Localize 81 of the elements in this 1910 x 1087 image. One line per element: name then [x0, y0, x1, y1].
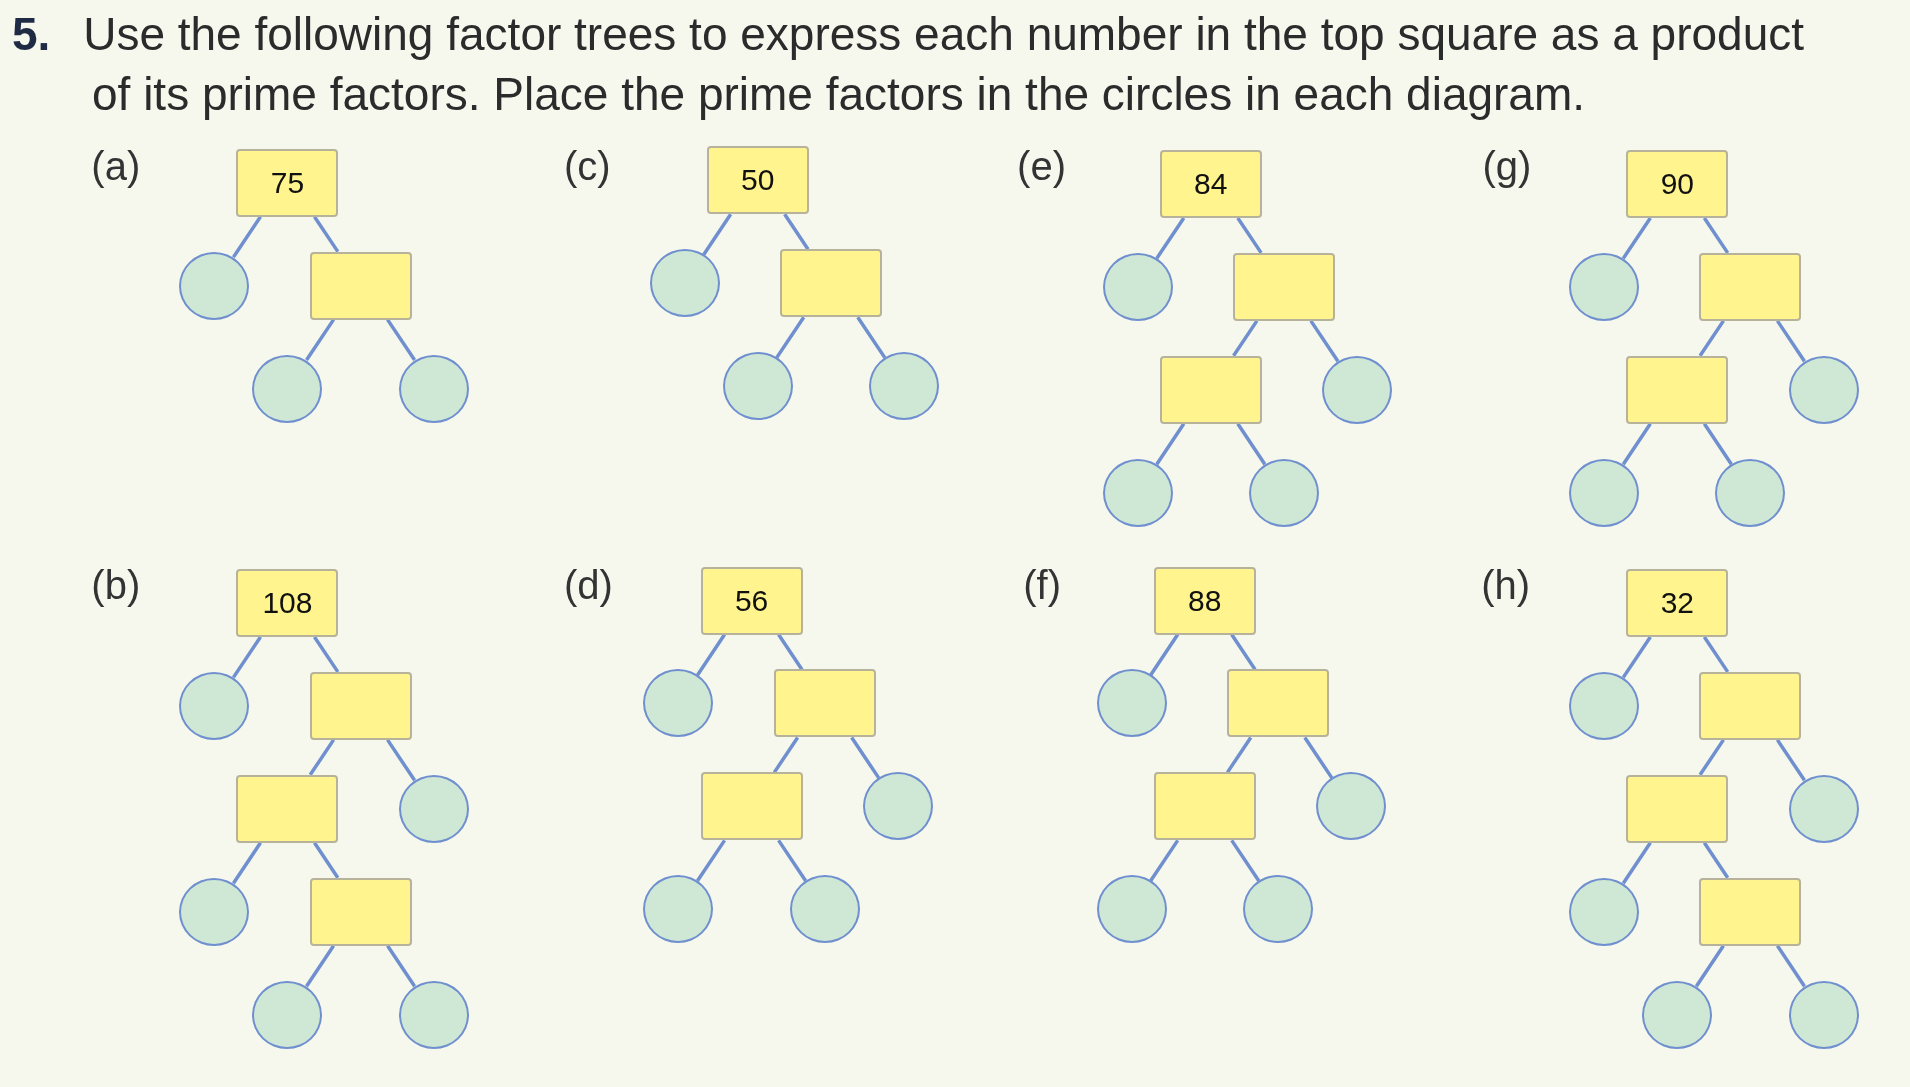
number-box: 32: [1626, 568, 1729, 637]
factor-box: [236, 774, 339, 843]
branch-line: [777, 633, 804, 671]
part-label: (e): [1017, 143, 1066, 189]
branch-line: [1226, 736, 1253, 774]
branch-line: [696, 839, 727, 882]
part-label: (g): [1482, 143, 1532, 189]
branch-line: [856, 316, 887, 359]
factor-box: [309, 877, 412, 946]
factor-box: [700, 772, 803, 841]
branch-line: [1230, 839, 1261, 882]
branch-line: [1702, 841, 1730, 879]
branch-line: [1702, 636, 1730, 673]
branch-line: [1149, 633, 1180, 676]
branch-line: [1155, 422, 1186, 466]
branch-line: [1309, 319, 1340, 363]
number-box: 90: [1626, 149, 1729, 218]
branch-line: [313, 636, 340, 673]
factor-box: [773, 669, 876, 738]
branch-line: [1698, 319, 1725, 357]
branch-line: [1702, 216, 1730, 254]
part-label: (f): [1023, 562, 1061, 608]
branch-line: [777, 839, 808, 882]
branch-line: [1694, 944, 1725, 988]
question-text: 5. Use the following factor trees to express each number in the top square as a product of its prime factors. Place the prime factors in the circles in each diagram.: [12, 7, 1805, 122]
branch-line: [313, 841, 340, 879]
branch-line: [1149, 839, 1180, 882]
branch-line: [1775, 319, 1806, 363]
branch-line: [850, 736, 881, 779]
branch-line: [1303, 736, 1334, 779]
factor-box: [1699, 877, 1802, 946]
branch-line: [386, 738, 417, 782]
branch-line: [1236, 422, 1267, 466]
branch-line: [1621, 422, 1652, 466]
number-box: 75: [236, 148, 339, 217]
number-box: 88: [1153, 566, 1256, 635]
branch-line: [305, 944, 335, 988]
branch-line: [1230, 633, 1257, 671]
factor-box: [1159, 355, 1262, 424]
factor-box: [1153, 772, 1256, 841]
factor-box: [1226, 669, 1329, 738]
factor-box: [1232, 252, 1335, 321]
part-label: (b): [91, 562, 141, 608]
factor-box: [309, 671, 412, 740]
factor-box: [1699, 671, 1802, 740]
number-box: 108: [236, 568, 339, 637]
factor-box: [1699, 252, 1802, 321]
number-box: 84: [1159, 149, 1262, 218]
branch-line: [1236, 216, 1263, 254]
part-label: (c): [564, 143, 611, 189]
factor-box: [1626, 355, 1729, 424]
branch-line: [1232, 319, 1259, 357]
branch-line: [308, 738, 335, 776]
factor-box: [779, 249, 882, 318]
branch-line: [1155, 216, 1186, 260]
branch-line: [702, 213, 733, 256]
part-label: (d): [564, 562, 613, 608]
part-label: (h): [1481, 562, 1531, 608]
part-label: (a): [91, 143, 141, 189]
branch-line: [775, 316, 806, 359]
branch-line: [772, 736, 800, 774]
number-box: 50: [706, 146, 809, 215]
branch-line: [386, 944, 417, 988]
branch-line: [1621, 636, 1652, 679]
branch-line: [232, 215, 262, 259]
branch-line: [386, 318, 417, 362]
factor-box: [1626, 774, 1729, 843]
branch-line: [232, 841, 262, 885]
number-box: 56: [700, 566, 803, 635]
branch-line: [1775, 738, 1806, 782]
branch-line: [783, 213, 810, 251]
factor-box: [309, 251, 412, 320]
branch-line: [313, 215, 340, 253]
branch-line: [232, 636, 262, 679]
branch-line: [696, 633, 727, 676]
branch-line: [305, 318, 335, 362]
branch-line: [1698, 738, 1725, 776]
branch-line: [1621, 841, 1652, 885]
branch-line: [1702, 422, 1733, 466]
branch-line: [1775, 944, 1806, 988]
branch-line: [1621, 216, 1652, 260]
